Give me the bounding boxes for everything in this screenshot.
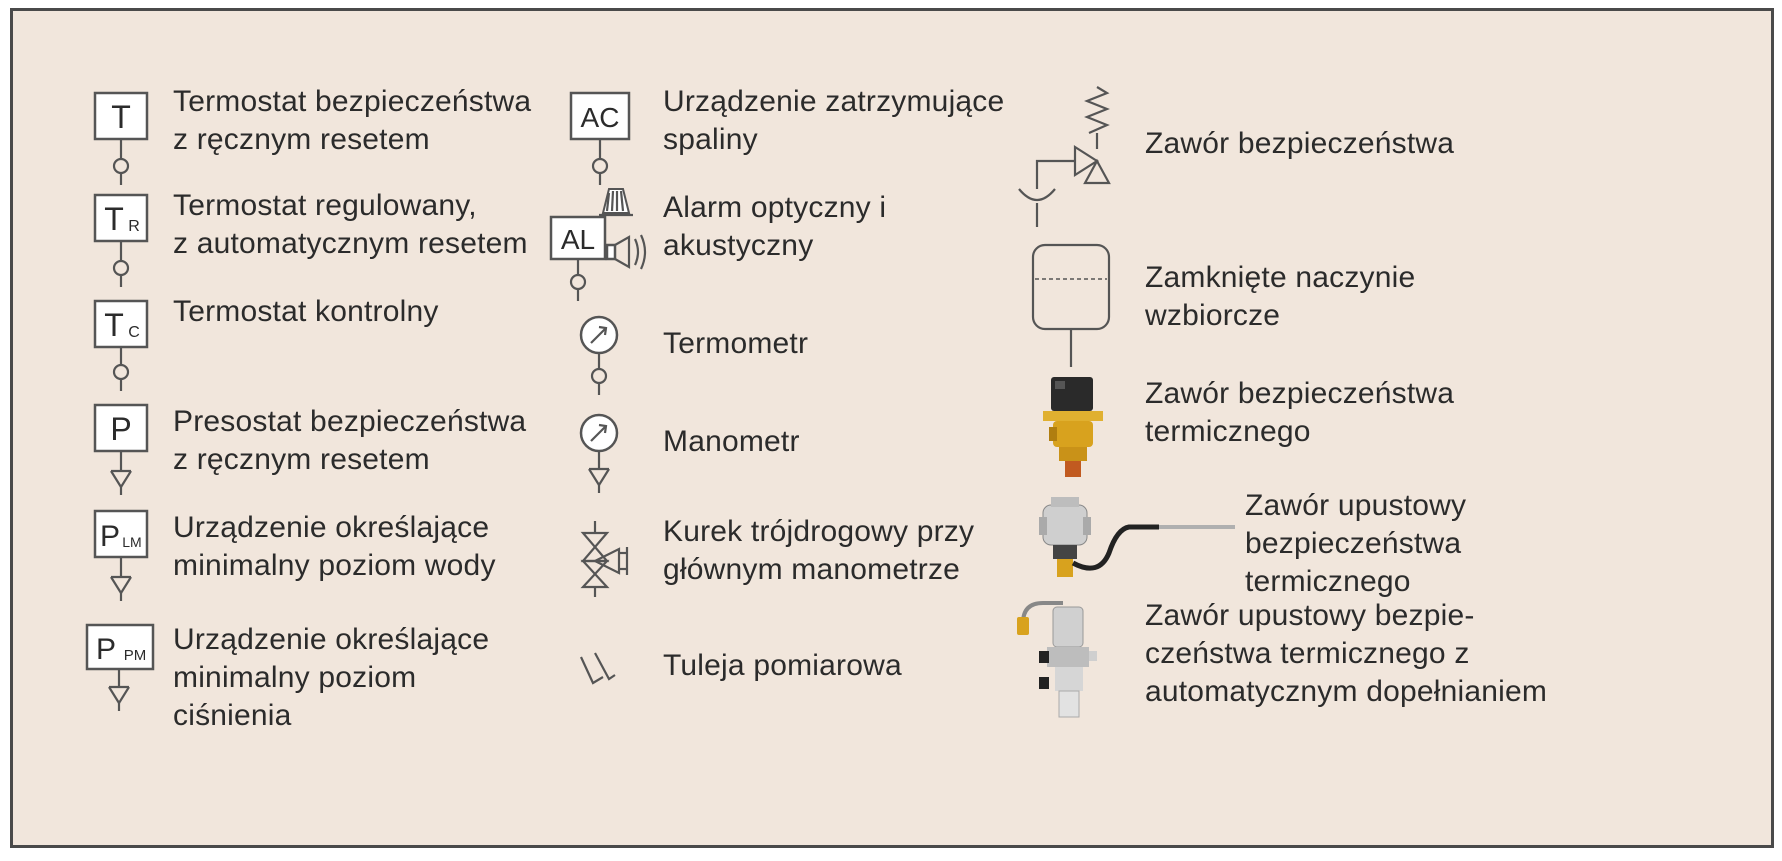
thermal-safety-valve-photo <box>1043 377 1103 477</box>
safety-valve-symbol <box>1018 86 1111 227</box>
svg-text:LM: LM <box>122 534 141 550</box>
svg-text:P: P <box>100 520 120 553</box>
min-pressure-ppm-symbol: P PM <box>85 623 155 711</box>
thermal-relief-refill-valve-photo <box>1017 601 1097 718</box>
svg-text:P: P <box>110 411 131 447</box>
thermometer-symbol <box>579 315 619 395</box>
min-water-level-plm-symbol: P LM <box>93 509 149 601</box>
label-manometer: Manometr <box>663 425 800 458</box>
manometer-symbol <box>579 413 619 493</box>
label-adjustable-thermostat: Termostat regulowany,z automatycznym res… <box>173 189 528 260</box>
measuring-sleeve-symbol <box>580 652 616 685</box>
label-thermometer: Termometr <box>663 327 809 360</box>
pressostat-p-symbol: P <box>93 403 149 495</box>
label-measuring-sleeve: Tuleja pomiarowa <box>663 649 902 682</box>
thermostat-t-symbol: T <box>93 91 149 185</box>
svg-text:T: T <box>104 307 124 343</box>
svg-text:PM: PM <box>124 647 147 664</box>
svg-text:P: P <box>96 633 116 666</box>
three-way-valve-symbol <box>580 521 629 597</box>
svg-text:AL: AL <box>561 224 595 255</box>
label-thermal-relief-refill-valve: Zawór upustowy bezpie-czeństwa termiczne… <box>1145 599 1548 708</box>
thermal-relief-valve-photo <box>1039 497 1235 577</box>
svg-text:T: T <box>111 99 131 135</box>
svg-text:R: R <box>128 218 140 235</box>
expansion-vessel-symbol <box>1031 243 1111 367</box>
alarm-al-symbol: AL <box>549 188 647 301</box>
svg-text:C: C <box>128 324 140 341</box>
label-control-thermostat: Termostat kontrolny <box>173 295 439 328</box>
thermostat-tr-symbol: T R <box>93 193 149 287</box>
svg-text:T: T <box>104 201 124 237</box>
label-safety-valve: Zawór bezpieczeństwa <box>1145 127 1455 160</box>
thermostat-tc-symbol: T C <box>93 299 149 391</box>
svg-text:AC: AC <box>581 102 620 133</box>
flue-gas-stop-ac-symbol: AC <box>569 91 631 185</box>
